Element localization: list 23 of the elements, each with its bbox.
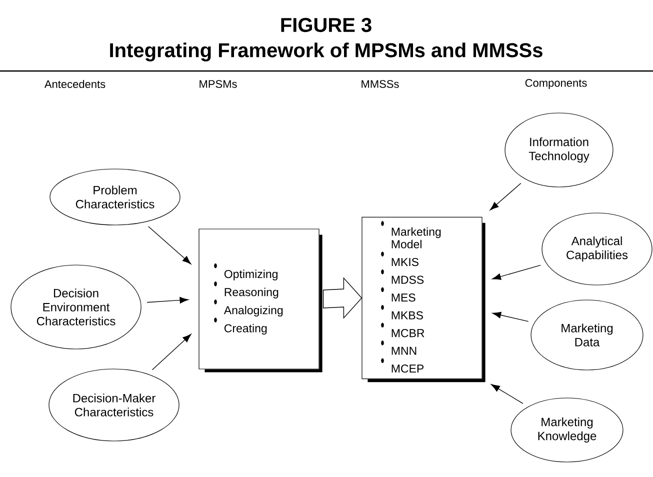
oval: Decision Environment Characteristics [10, 264, 142, 350]
figure-number: FIGURE 3 [281, 18, 372, 32]
oval: Marketing Knowledge [510, 398, 624, 462]
oval: Information Technology [504, 112, 614, 188]
arrow [492, 264, 541, 280]
arrow [492, 312, 529, 322]
arrow [148, 226, 192, 264]
column-heading: MPSMs [200, 80, 237, 88]
oval: Marketing Data [530, 300, 644, 370]
arrow [146, 296, 189, 304]
block-arrow [322, 277, 362, 319]
column-heading: Antecedents [44, 80, 106, 88]
title: Integrating Framework of MPSMs and MMSSs [110, 42, 542, 62]
column-heading: Components [525, 79, 587, 89]
column-heading: MMSSs [362, 80, 399, 88]
arrow [152, 334, 192, 370]
oval: Analytical Capabilities [542, 212, 652, 286]
shadowed-box: Optimizing Reasoning Analogizing Creating [198, 228, 322, 372]
oval: Decision-Maker Characteristics [48, 368, 180, 442]
oval: Problem Characteristics [50, 168, 180, 226]
shadowed-box: Marketing Model MKIS MDSS MES MKBS MCBR MNN MCEP [362, 216, 486, 382]
arrow [490, 384, 524, 404]
arrow [490, 182, 522, 210]
